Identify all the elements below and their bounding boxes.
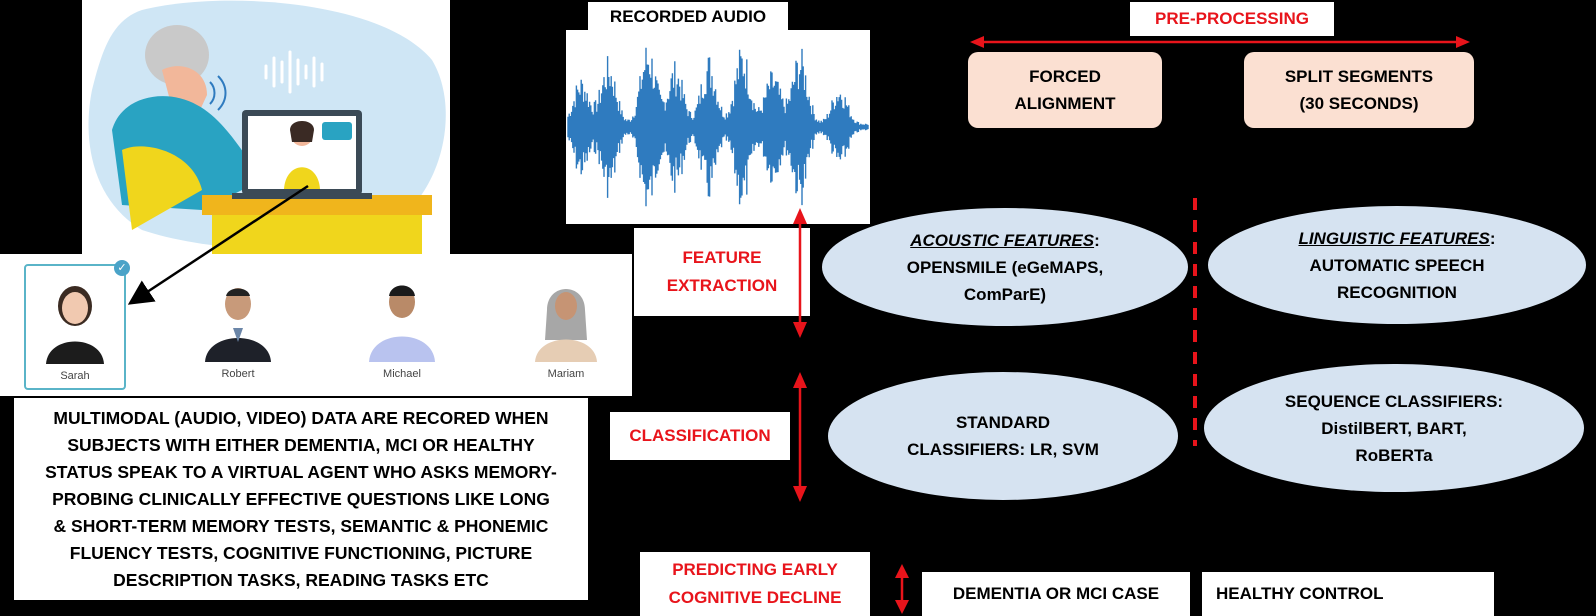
avatar-card-michael[interactable]: Michael	[352, 264, 452, 388]
waveform-chart	[567, 47, 869, 207]
pre-processing-arrow	[970, 36, 1470, 48]
avatar-name: Robert	[221, 368, 255, 380]
acoustic-heading-line: ACOUSTIC FEATURES:	[910, 227, 1100, 254]
forced-alignment-line: ALIGNMENT	[1014, 94, 1116, 113]
arrow-up-icon	[793, 208, 807, 224]
linguistic-features-ellipse: LINGUISTIC FEATURES: AUTOMATIC SPEECH RE…	[1208, 206, 1586, 324]
sequence-line: RoBERTa	[1355, 445, 1433, 465]
video-call-illustration	[88, 0, 446, 255]
description-line: MULTIMODAL (AUDIO, VIDEO) DATA ARE RECOR…	[53, 407, 549, 428]
arrow-down-icon	[895, 600, 909, 614]
acoustic-features-ellipse: ACOUSTIC FEATURES: OPENSMILE (eGeMAPS, C…	[822, 208, 1188, 326]
pre-processing-label: PRE-PROCESSING	[1130, 2, 1334, 36]
description-line: SUBJECTS WITH EITHER DEMENTIA, MCI OR HE…	[67, 434, 535, 455]
split-segments-line: SPLIT SEGMENTS	[1284, 67, 1434, 86]
avatar-card-robert[interactable]: Robert	[188, 264, 288, 388]
acoustic-line: ComParE)	[963, 284, 1047, 304]
avatar-name: Sarah	[60, 370, 90, 382]
description-line: STATUS SPEAK TO A VIRTUAL AGENT WHO ASKS…	[45, 461, 557, 482]
avatar-robert-image	[205, 288, 271, 362]
description-line: FLUENCY TESTS, COGNITIVE FUNCTIONING, PI…	[69, 542, 533, 563]
linguistic-heading-line: LINGUISTIC FEATURES:	[1298, 225, 1495, 252]
illustration-panel	[82, 0, 450, 255]
feature-extraction-label: FEATURE EXTRACTION	[634, 228, 810, 316]
waveform-trace	[567, 47, 869, 207]
description-line: DESCRIPTION TASKS, READING TASKS ETC	[113, 569, 489, 590]
linguistic-line: RECOGNITION	[1337, 282, 1457, 302]
avatar-name: Mariam	[547, 368, 585, 380]
predicting-line: PREDICTING EARLY	[672, 560, 838, 579]
standard-classifiers-ellipse: STANDARD CLASSIFIERS: LR, SVM	[828, 372, 1178, 500]
check-icon: ✓	[114, 260, 130, 276]
avatar-card-mariam[interactable]: Mariam	[516, 264, 616, 388]
predicting-label: PREDICTING EARLY COGNITIVE DECLINE	[640, 552, 870, 616]
standard-line: CLASSIFIERS: LR, SVM	[907, 440, 1099, 459]
study-description: MULTIMODAL (AUDIO, VIDEO) DATA ARE RECOR…	[14, 398, 588, 600]
dementia-mci-outcome: DEMENTIA OR MCI CASE	[922, 572, 1190, 616]
avatar-name: Michael	[383, 368, 421, 380]
avatar-sarah-image	[46, 286, 104, 364]
split-segments-line: (30 SECONDS)	[1299, 94, 1419, 113]
arrow-up-icon	[793, 372, 807, 388]
sequence-line: DistilBERT, BART,	[1321, 418, 1467, 438]
forced-alignment-line: FORCED	[1029, 67, 1101, 86]
predicting-line: COGNITIVE DECLINE	[668, 588, 842, 607]
sequence-classifiers-ellipse: SEQUENCE CLASSIFIERS: DistilBERT, BART, …	[1204, 364, 1584, 492]
recorded-audio-label: RECORDED AUDIO	[588, 2, 788, 32]
acoustic-colon: :	[1094, 230, 1100, 250]
linguistic-colon: :	[1489, 228, 1496, 248]
modality-divider	[1193, 198, 1197, 446]
acoustic-line: OPENSMILE (eGeMAPS,	[906, 257, 1104, 277]
avatar-card-sarah[interactable]: Sarah ✓	[24, 260, 130, 390]
forced-alignment-box: FORCED ALIGNMENT	[968, 52, 1162, 128]
description-line: & SHORT-TERM MEMORY TESTS, SEMANTIC & PH…	[53, 515, 549, 536]
waveform-panel	[566, 30, 870, 224]
arrow-up-icon	[895, 564, 909, 578]
feature-extraction-line: EXTRACTION	[666, 276, 778, 295]
linguistic-line: AUTOMATIC SPEECH	[1309, 255, 1485, 275]
arrow-down-icon	[793, 486, 807, 502]
avatar-mariam-image	[535, 289, 597, 362]
acoustic-heading: ACOUSTIC FEATURES	[910, 230, 1095, 250]
linguistic-heading: LINGUISTIC FEATURES	[1298, 228, 1490, 248]
healthy-control-outcome: HEALTHY CONTROL	[1202, 572, 1494, 616]
avatar-michael-image	[369, 285, 435, 362]
arrow-down-icon	[793, 322, 807, 338]
split-segments-box: SPLIT SEGMENTS (30 SECONDS)	[1244, 52, 1474, 128]
classification-label: CLASSIFICATION	[610, 412, 790, 460]
feature-extraction-line: FEATURE	[682, 248, 762, 267]
sequence-line: SEQUENCE CLASSIFIERS:	[1284, 391, 1504, 411]
standard-line: STANDARD	[955, 413, 1051, 432]
description-line: PROBING CLINICALLY EFFECTIVE QUESTIONS L…	[52, 488, 550, 509]
